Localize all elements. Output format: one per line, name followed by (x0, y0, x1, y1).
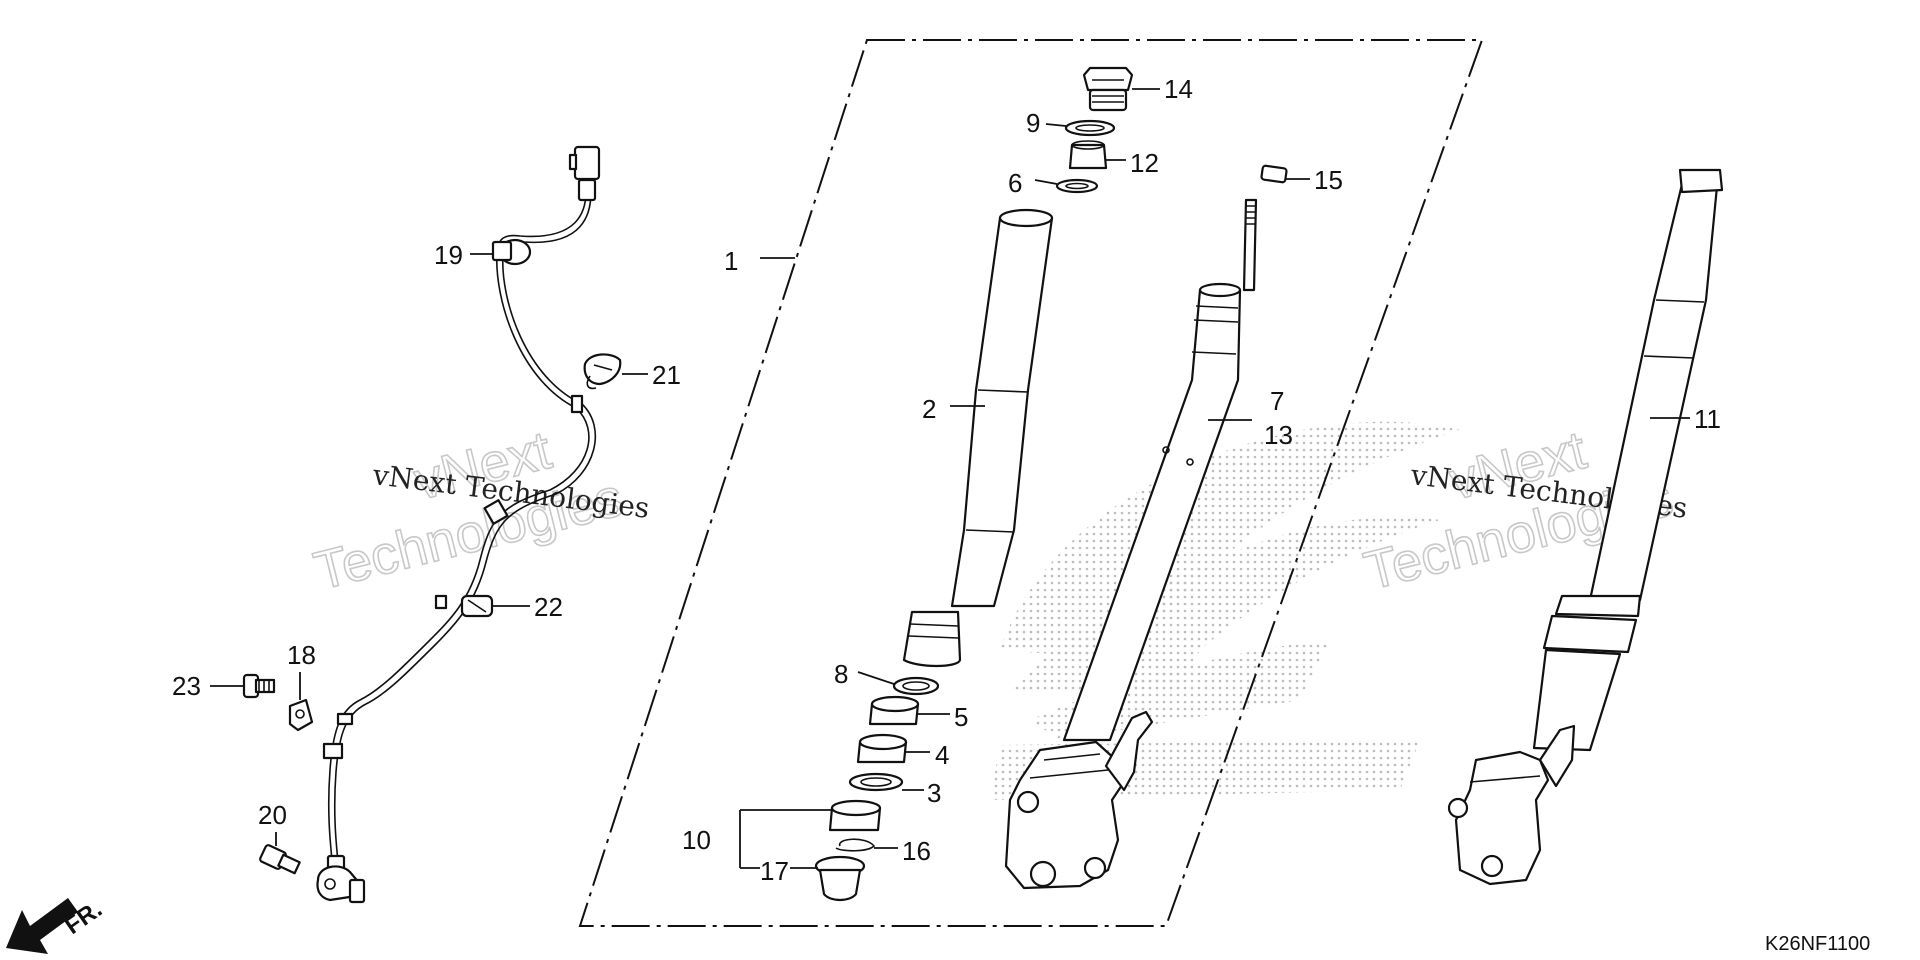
diagram-code: K26NF1100 (1765, 933, 1870, 955)
connector-tab (568, 153, 578, 171)
callout-5: 5 (954, 702, 968, 732)
leader-lines (210, 88, 1690, 869)
part-23-bolt (242, 673, 276, 699)
callout-11: 11 (1694, 404, 1721, 434)
cable-band (570, 394, 584, 414)
callout-16: 16 (902, 836, 931, 866)
callout-labels: 1 2 3 4 5 6 7 8 9 10 11 12 13 14 15 16 1… (172, 74, 1721, 886)
cable-band (434, 594, 448, 610)
part-8-dust-seal (892, 676, 940, 696)
part-3-back-up-ring (848, 772, 904, 792)
callout-20: 20 (258, 800, 287, 830)
part-20-bolt (259, 844, 301, 875)
callout-19: 19 (434, 240, 463, 270)
part-12-spacer (1068, 143, 1108, 170)
part-21-clip (583, 353, 622, 390)
connector-boot (577, 178, 597, 202)
part-16-stopper-ring (835, 838, 876, 852)
callout-9: 9 (1026, 108, 1040, 138)
wheel-speed-sensor-harness (316, 145, 601, 904)
callout-4: 4 (935, 740, 949, 770)
sensor-mount-hole (324, 878, 336, 890)
callout-22: 22 (534, 592, 563, 622)
cable-band (336, 712, 354, 726)
front-direction-arrow: FR. (6, 896, 107, 954)
callout-10: 10 (682, 825, 711, 855)
cable-band (322, 742, 344, 760)
callout-18: 18 (287, 640, 316, 670)
callout-7: 7 (1270, 386, 1284, 416)
cable-band (483, 499, 509, 525)
callout-6: 6 (1008, 168, 1022, 198)
part-7-13-fork-slider (1004, 198, 1258, 890)
part-10-guide-bushing (828, 799, 882, 832)
callout-8: 8 (834, 659, 848, 689)
callout-23: 23 (172, 671, 201, 701)
part-5-oil-seal (868, 695, 920, 726)
part-22-clamp (460, 594, 494, 618)
part-4-slider-bushing (856, 733, 908, 764)
callout-2: 2 (922, 394, 936, 424)
callout-13: 13 (1264, 420, 1293, 450)
part-17-oil-lock-piece (814, 855, 866, 902)
callout-1: 1 (724, 246, 738, 276)
sensor-connector (573, 145, 601, 181)
part-14-cap-bolt (1082, 66, 1134, 112)
callout-3: 3 (927, 778, 941, 808)
honda-wing-logo-watermark (990, 421, 1460, 800)
part-2-fork-tube (902, 208, 1054, 668)
callout-21: 21 (652, 360, 681, 390)
callout-15: 15 (1314, 165, 1343, 195)
callout-17: 17 (760, 856, 789, 886)
part-18-nut (288, 698, 314, 732)
part-15-spring (1260, 164, 1288, 184)
callout-12: 12 (1130, 148, 1159, 178)
assembly-frame (578, 39, 1484, 927)
watermark-left: vNext Technologies vNext Technologies (308, 419, 652, 602)
part-6-o-ring (1055, 178, 1099, 194)
callout-14: 14 (1164, 74, 1193, 104)
part-11-right-fork-assembly (1447, 168, 1724, 886)
grommet-clamp (491, 240, 513, 262)
part-9-o-ring (1064, 119, 1116, 137)
sensor-tip (348, 878, 366, 904)
